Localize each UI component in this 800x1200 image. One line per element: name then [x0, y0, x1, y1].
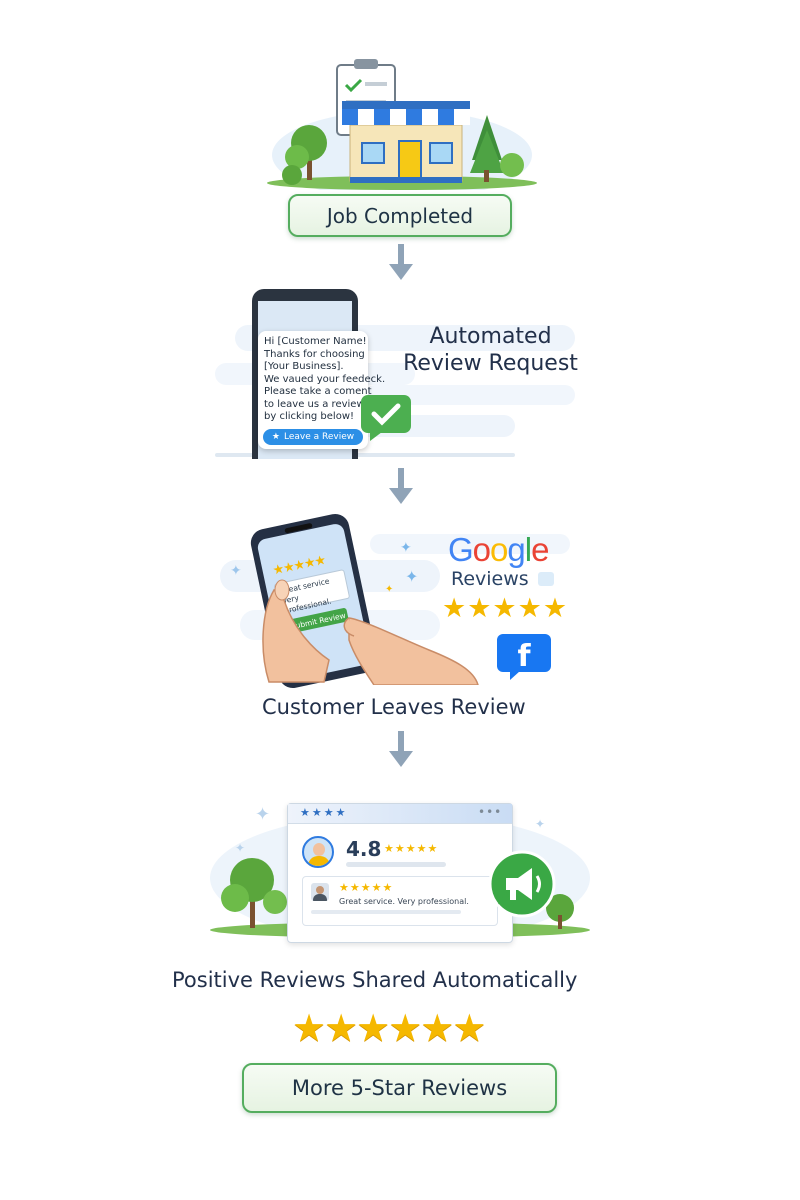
- window-controls-icon: •••: [478, 805, 503, 819]
- check-chat-icon: [361, 395, 411, 441]
- leave-review-button[interactable]: ★ Leave a Review: [263, 429, 363, 445]
- svg-text:✦: ✦: [400, 540, 412, 556]
- svg-text:✦: ✦: [235, 841, 245, 855]
- flow-arrow-2: [389, 468, 413, 504]
- request-title-line2: Review Request: [403, 351, 578, 376]
- google-reviews-label: Reviews: [451, 568, 529, 590]
- message-line: [Your Business].: [264, 361, 344, 372]
- job-completed-label: Job Completed: [326, 203, 474, 228]
- review-text: Great service. Very professional.: [339, 897, 469, 906]
- svg-text:f: f: [517, 639, 531, 674]
- rating-bar: [346, 862, 446, 867]
- megaphone-icon: [488, 850, 556, 918]
- reviewer-avatar: [311, 883, 329, 901]
- svg-text:✦: ✦: [255, 804, 270, 825]
- header-stars: ★★★★: [300, 806, 348, 819]
- star-icon: ★: [271, 431, 280, 442]
- shared-title: Positive Reviews Shared Automatically: [172, 968, 578, 992]
- message-line: by clicking below!: [264, 411, 355, 422]
- result-label: More 5-Star Reviews: [291, 1076, 508, 1100]
- leave-review-label: Leave a Review: [283, 431, 355, 442]
- request-title-line1: Automated: [429, 324, 552, 349]
- result-stars: ★★★★★★: [292, 1006, 486, 1050]
- svg-text:✦: ✦: [405, 567, 418, 586]
- storefront-icon: [342, 101, 470, 183]
- customer-title: Customer Leaves Review: [262, 695, 526, 719]
- review-dashboard-window: ★★★★ ••• 4.8 ★★★★★ ★★★★★ Great service. …: [287, 803, 513, 943]
- svg-text:✦: ✦: [230, 563, 242, 579]
- review-text-placeholder: [311, 910, 461, 914]
- message-line: Please take a coment: [264, 386, 372, 397]
- overall-rating-stars: ★★★★★: [384, 842, 439, 855]
- flow-arrow-1: [389, 244, 413, 280]
- svg-text:✦: ✦: [535, 817, 545, 831]
- request-title: Automated Review Request: [403, 323, 578, 377]
- message-line: Hi [Customer Name!: [264, 336, 367, 347]
- message-line: to leave us a review: [264, 398, 365, 410]
- google-rating-stars: ★★★★★: [442, 593, 569, 624]
- reviews-tag: [538, 572, 554, 586]
- message-line: We vaued your feedeck.: [264, 373, 386, 385]
- tree-icon: [221, 858, 574, 929]
- message-line: Thanks for choosing: [264, 348, 365, 360]
- facebook-icon: f: [497, 634, 551, 680]
- avatar: [302, 836, 334, 868]
- tree-icon: [282, 115, 524, 185]
- job-completed-illustration: [262, 55, 542, 200]
- google-logo: Google: [448, 531, 549, 568]
- window-titlebar: ★★★★ •••: [288, 804, 512, 824]
- review-stars: ★★★★★: [339, 881, 394, 894]
- review-request-message: Hi [Customer Name! Thanks for choosing […: [258, 331, 386, 449]
- flow-arrow-3: [389, 731, 413, 767]
- job-completed-pill: Job Completed: [288, 194, 512, 237]
- hand-icon: [262, 579, 479, 685]
- svg-text:✦: ✦: [385, 584, 393, 595]
- overall-rating-value: 4.8: [346, 837, 382, 861]
- result-pill: More 5-Star Reviews: [242, 1063, 557, 1113]
- review-card: ★★★★★ Great service. Very professional.: [302, 876, 498, 926]
